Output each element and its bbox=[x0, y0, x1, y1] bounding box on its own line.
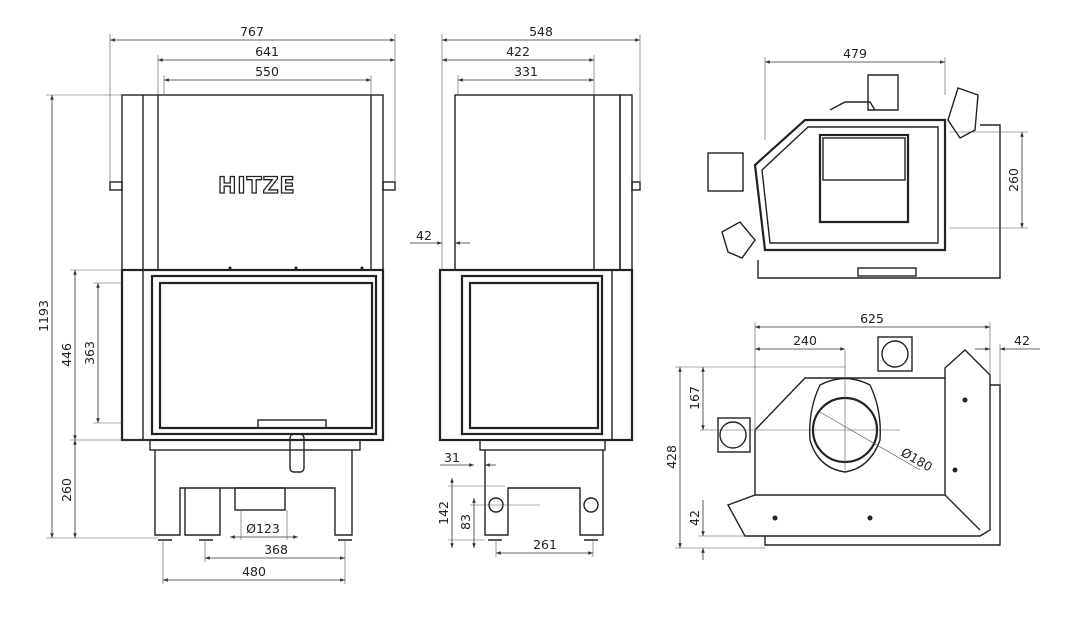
dim-label: 167 bbox=[687, 386, 702, 410]
dim-front-1193: 1193 bbox=[36, 94, 158, 539]
dim-front-260: 260 bbox=[59, 440, 77, 538]
top-body-outline bbox=[707, 74, 1001, 279]
front-body-outline bbox=[109, 94, 396, 541]
dim-label: 480 bbox=[242, 564, 266, 579]
side-view: 548 422 331 42 31 142 bbox=[410, 24, 641, 557]
dim-side-548: 548 bbox=[441, 24, 641, 270]
front-view: HITZE 767 641 550 1193 446 bbox=[36, 24, 396, 584]
dim-label: 261 bbox=[533, 537, 557, 552]
dim-label: 446 bbox=[59, 343, 74, 367]
dim-label: 548 bbox=[529, 24, 553, 39]
dim-label: 550 bbox=[255, 64, 279, 79]
dim-label: 422 bbox=[506, 44, 530, 59]
dim-plan-167: 167 bbox=[687, 367, 705, 430]
dim-front-480: 480 bbox=[162, 540, 345, 584]
dim-plan-240: 240 bbox=[755, 333, 845, 351]
dim-label: 331 bbox=[514, 64, 538, 79]
dim-side-261: 261 bbox=[495, 537, 594, 557]
dim-top-479: 479 bbox=[764, 46, 946, 140]
top-section-view: 479 260 bbox=[707, 46, 1028, 279]
dim-label: 767 bbox=[240, 24, 264, 39]
dim-plan-42-bottom: 42 bbox=[687, 500, 745, 560]
dim-side-31: 31 bbox=[440, 450, 496, 467]
dim-plan-d180: Ø180 bbox=[899, 445, 936, 475]
dim-label: 31 bbox=[444, 450, 460, 465]
dim-label: 42 bbox=[687, 510, 702, 526]
dim-label: 83 bbox=[458, 514, 473, 530]
dim-front-d123: Ø123 bbox=[230, 510, 298, 540]
plan-body-outline bbox=[700, 336, 1001, 546]
dim-label: 479 bbox=[843, 46, 867, 61]
dim-label: 240 bbox=[793, 333, 817, 348]
dim-top-260: 260 bbox=[950, 131, 1028, 229]
dim-label: 428 bbox=[664, 445, 679, 469]
dim-label: 363 bbox=[82, 341, 97, 365]
dim-label: 142 bbox=[436, 501, 451, 525]
dim-front-641: 641 bbox=[157, 44, 395, 95]
dim-label: 260 bbox=[1006, 168, 1021, 192]
dim-plan-428: 428 bbox=[664, 366, 845, 549]
dim-label: 368 bbox=[264, 542, 288, 557]
dim-label: 1193 bbox=[36, 300, 51, 332]
dim-front-446: 446 bbox=[59, 269, 150, 441]
dim-plan-625: 625 bbox=[754, 311, 991, 430]
side-body-outline bbox=[438, 94, 641, 541]
dim-front-368: 368 bbox=[204, 540, 346, 584]
dim-side-142: 142 bbox=[436, 478, 505, 548]
dim-plan-42-right: 42 bbox=[975, 333, 1040, 385]
dim-side-422: 422 bbox=[442, 44, 595, 95]
dim-side-42: 42 bbox=[410, 228, 470, 245]
dim-side-83: 83 bbox=[458, 498, 540, 548]
dim-label: Ø123 bbox=[246, 521, 280, 536]
dim-label: 42 bbox=[416, 228, 432, 243]
hitze-logo: HITZE bbox=[218, 174, 296, 199]
dim-front-550: 550 bbox=[163, 64, 372, 95]
dim-front-363: 363 bbox=[82, 282, 122, 424]
dim-label: 625 bbox=[860, 311, 884, 326]
dim-side-331: 331 bbox=[457, 64, 594, 95]
dim-label: 260 bbox=[59, 478, 74, 502]
dim-label: 641 bbox=[255, 44, 279, 59]
dim-label: 42 bbox=[1014, 333, 1030, 348]
dim-front-767: 767 bbox=[109, 24, 396, 182]
plan-view: 625 240 42 428 167 42 Ø180 bbox=[664, 311, 1040, 560]
